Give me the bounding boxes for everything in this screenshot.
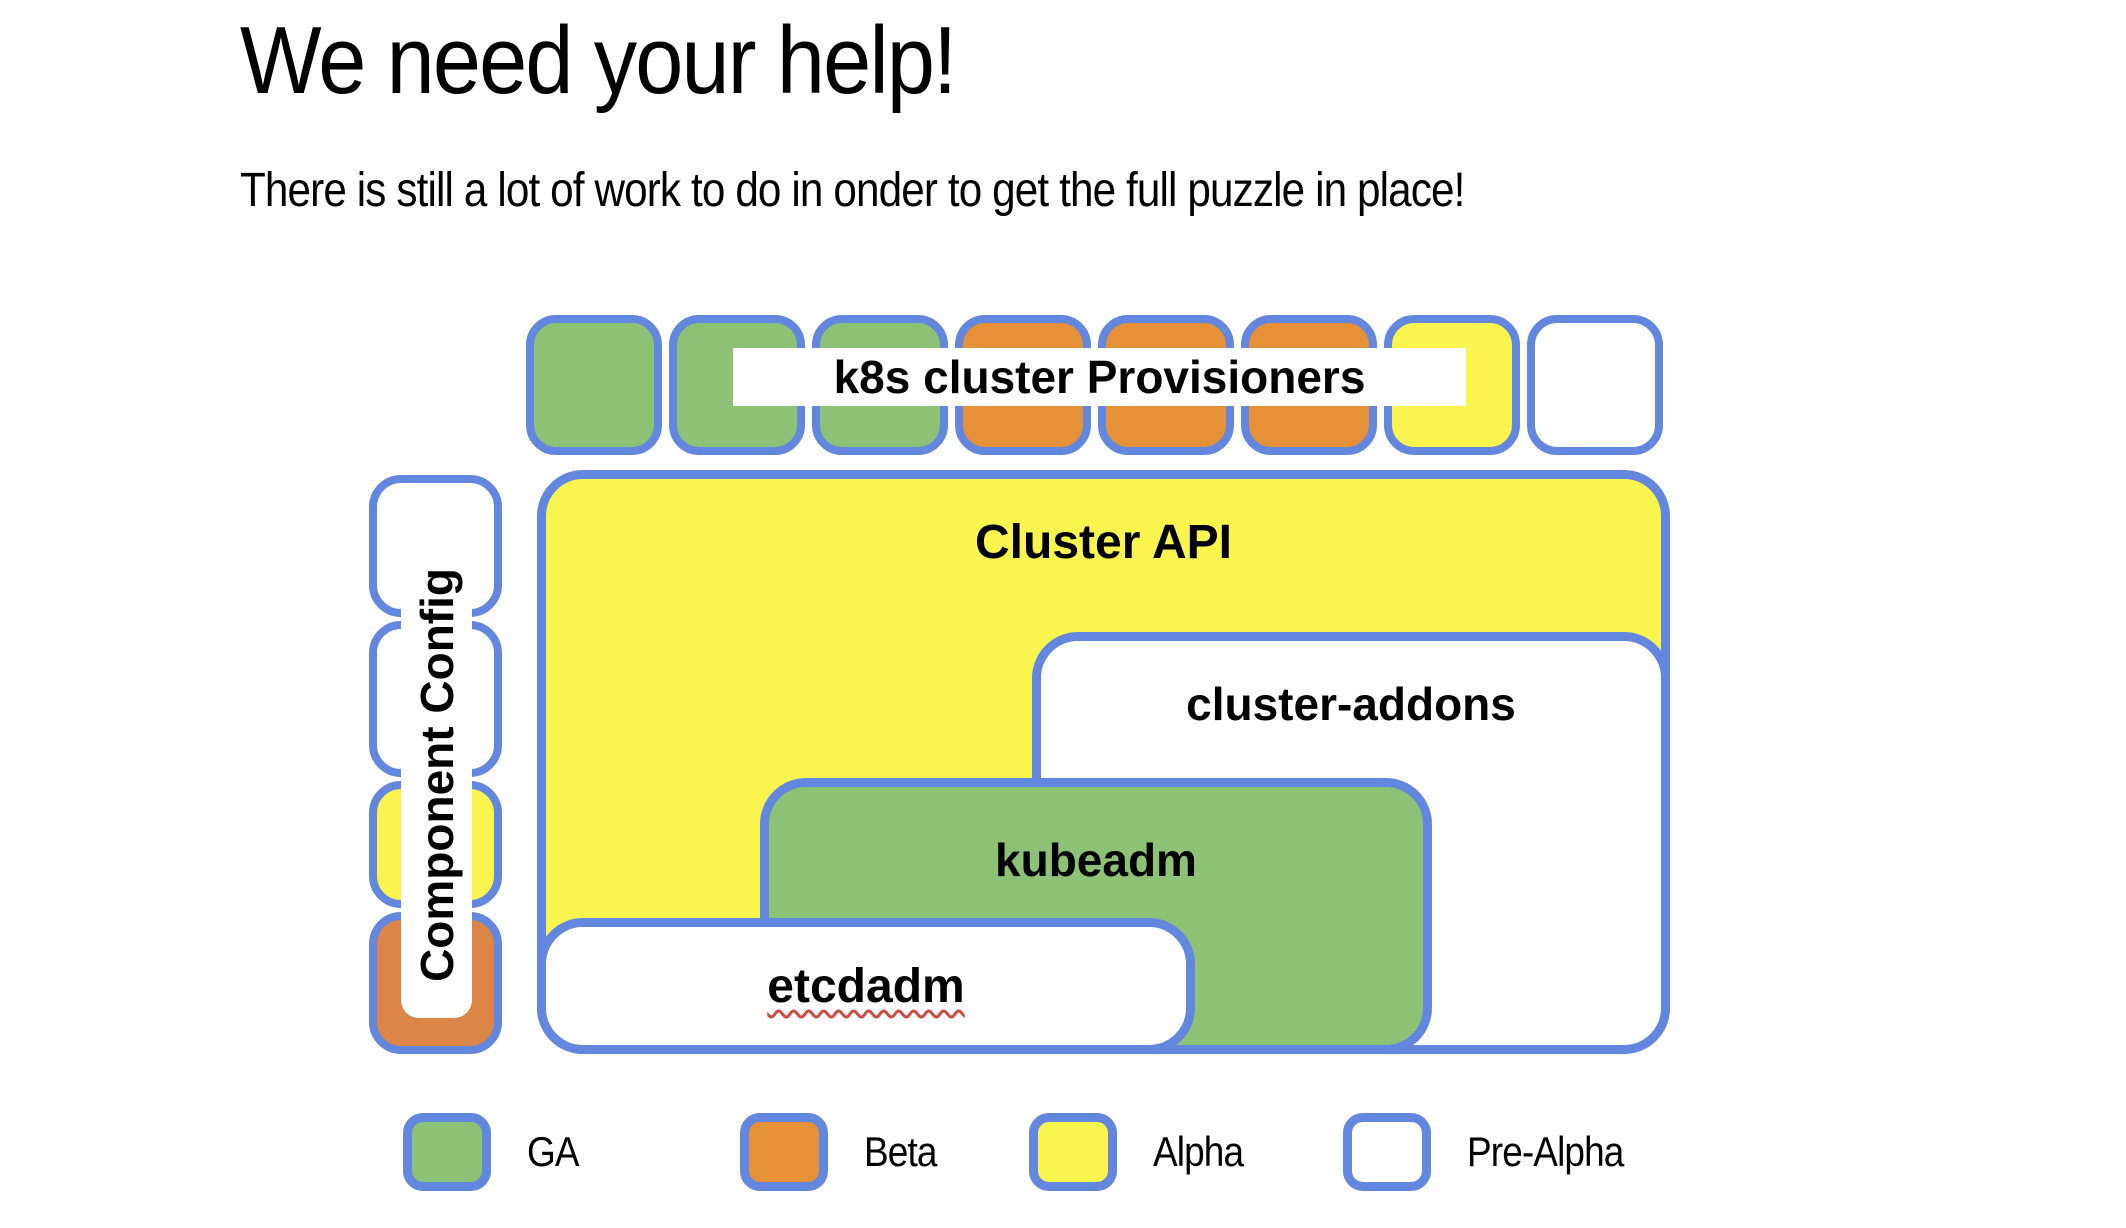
alpha-label: Alpha: [1153, 1128, 1244, 1175]
component-config-label: Component Config: [410, 567, 463, 982]
ga-swatch: [403, 1113, 491, 1191]
cluster-api-label: Cluster API: [975, 516, 1232, 569]
puzzle-piece: [526, 315, 662, 455]
provisioners-label: k8s cluster Provisioners: [833, 351, 1366, 403]
component-config-label-band: Component Config: [401, 531, 472, 1018]
slide-title: We need your help!: [240, 7, 957, 114]
kubeadm-label: kubeadm: [995, 834, 1197, 886]
legend-item-alpha: Alpha: [1029, 1113, 1255, 1191]
alpha-swatch: [1029, 1113, 1117, 1191]
puzzle-piece: [1527, 315, 1663, 455]
provisioners-label-band: k8s cluster Provisioners: [733, 348, 1466, 406]
etcdadm-box: etcdadm: [537, 918, 1195, 1054]
legend-item-ga: GA: [403, 1113, 586, 1191]
ga-label: GA: [527, 1128, 580, 1175]
legend-item-pre-alpha: Pre-Alpha: [1343, 1113, 1645, 1191]
slide-subtitle: There is still a lot of work to do in on…: [240, 164, 1465, 217]
beta-label: Beta: [864, 1128, 937, 1175]
cluster-addons-label: cluster-addons: [1186, 678, 1516, 730]
pre-alpha-swatch: [1343, 1113, 1431, 1191]
etcdadm-label: etcdadm: [767, 959, 965, 1013]
beta-swatch: [740, 1113, 828, 1191]
legend-item-beta: Beta: [740, 1113, 946, 1191]
pre-alpha-label: Pre-Alpha: [1467, 1128, 1624, 1175]
